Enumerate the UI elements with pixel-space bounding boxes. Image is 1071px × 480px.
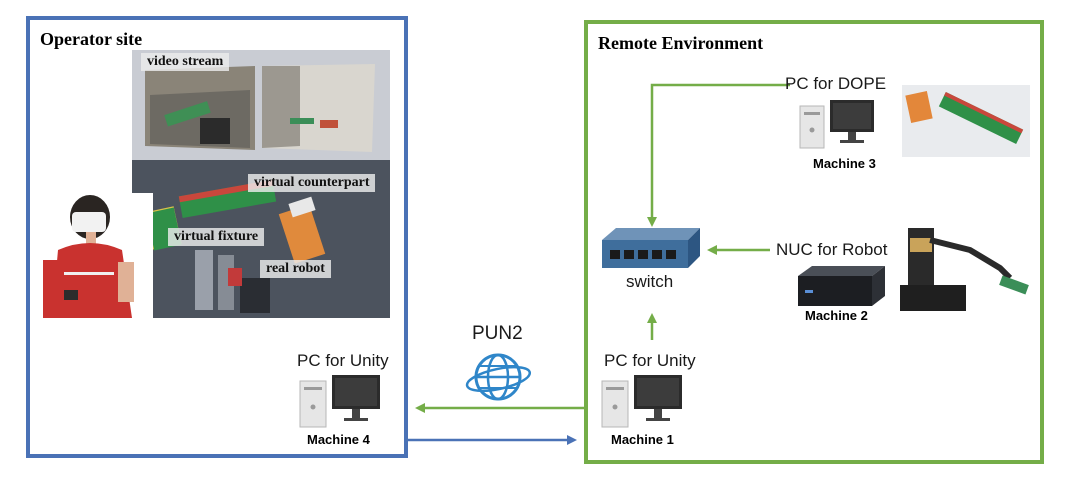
network-switch-icon <box>602 228 700 268</box>
dope-detection-image <box>902 85 1030 157</box>
pun2-label: PUN2 <box>472 323 523 344</box>
pc-icon-machine-3 <box>799 100 874 149</box>
robot-arm-image <box>898 220 1030 312</box>
machine-1-label: Machine 1 <box>611 432 674 447</box>
nuc-label: NUC for Robot <box>776 240 888 259</box>
switch-label: switch <box>626 272 674 291</box>
pc-unity-remote-label: PC for Unity <box>604 351 696 370</box>
pc-dope-label: PC for DOPE <box>785 74 887 93</box>
virtual-counterpart-label: virtual counterpart <box>248 174 376 192</box>
pc-icon-machine-4 <box>299 375 380 428</box>
virtual-fixture-label: virtual fixture <box>168 228 265 246</box>
operator-site-panel <box>26 16 408 458</box>
video-stream-label: video stream <box>141 53 230 71</box>
operator-person-image <box>43 193 153 318</box>
machine-3-label: Machine 3 <box>813 156 876 171</box>
nuc-device-icon <box>798 266 885 306</box>
remote-environment-title: Remote Environment <box>598 33 764 53</box>
arrow-dope-to-switch <box>647 83 790 227</box>
machine-4-label: Machine 4 <box>307 432 370 447</box>
operator-site-title: Operator site <box>40 29 143 49</box>
pc-unity-operator-label: PC for Unity <box>297 351 389 370</box>
globe-icon <box>465 353 532 401</box>
pc-icon-machine-1 <box>601 375 682 428</box>
remote-environment-panel <box>584 20 1044 464</box>
machine-2-label: Machine 2 <box>805 308 868 323</box>
real-robot-label: real robot <box>260 260 331 278</box>
